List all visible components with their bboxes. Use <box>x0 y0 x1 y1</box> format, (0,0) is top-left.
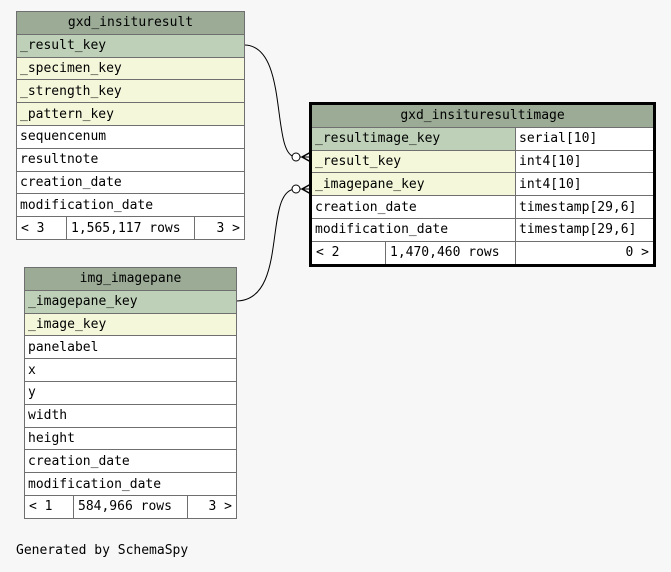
column-resultimage-key[interactable]: _resultimage_key <box>311 126 516 151</box>
column-x[interactable]: x <box>24 358 237 382</box>
link-result-key-crow <box>301 151 312 163</box>
column-imagepane-key[interactable]: _imagepane_key <box>311 172 516 197</box>
column-modification-date[interactable]: modification_date <box>311 217 516 242</box>
column-result-key[interactable]: _result_key <box>16 33 245 58</box>
column-result-key[interactable]: _result_key <box>311 149 516 174</box>
column-type: timestamp[29,6] <box>515 195 654 219</box>
column-type: serial[10] <box>515 126 654 151</box>
parents-count[interactable]: < 3 <box>16 216 67 240</box>
column-type: int4[10] <box>515 149 654 174</box>
row-count: 584,966 rows <box>73 494 188 519</box>
row-count: 1,470,460 rows <box>385 240 516 265</box>
children-count[interactable]: 3 > <box>187 494 237 519</box>
column-strength-key[interactable]: _strength_key <box>16 79 245 104</box>
children-count[interactable]: 0 > <box>515 240 654 265</box>
link-result-key <box>243 44 311 158</box>
table-gxd-insituresult[interactable]: gxd_insituresult _result_key _specimen_k… <box>16 11 245 240</box>
column-sequencenum[interactable]: sequencenum <box>16 124 245 149</box>
link-imagepane-key-crow <box>301 183 312 195</box>
parents-count[interactable]: < 2 <box>311 240 386 265</box>
link-imagepane-key-optional-end <box>291 184 301 194</box>
column-type: timestamp[29,6] <box>515 217 654 242</box>
column-height[interactable]: height <box>24 426 237 451</box>
column-creation-date[interactable]: creation_date <box>16 170 245 195</box>
table-title[interactable]: gxd_insituresult <box>16 11 245 35</box>
generated-by-text: Generated by SchemaSpy <box>16 543 189 558</box>
column-pattern-key[interactable]: _pattern_key <box>16 102 245 126</box>
link-imagepane-key <box>235 188 311 302</box>
column-y[interactable]: y <box>24 380 237 405</box>
column-imagepane-key[interactable]: _imagepane_key <box>24 289 237 314</box>
column-modification-date[interactable]: modification_date <box>24 472 237 496</box>
table-title[interactable]: img_imagepane <box>24 267 237 291</box>
table-img-imagepane[interactable]: img_imagepane _imagepane_key _image_key … <box>24 267 237 519</box>
parents-count[interactable]: < 1 <box>24 494 74 519</box>
column-specimen-key[interactable]: _specimen_key <box>16 56 245 81</box>
children-count[interactable]: 3 > <box>194 216 245 240</box>
column-modification-date[interactable]: modification_date <box>16 193 245 218</box>
row-count: 1,565,117 rows <box>66 216 195 240</box>
column-resultnote[interactable]: resultnote <box>16 147 245 172</box>
link-result-key-optional-end <box>291 152 301 162</box>
table-title[interactable]: gxd_insituresultimage <box>311 104 654 128</box>
column-creation-date[interactable]: creation_date <box>24 449 237 474</box>
column-creation-date[interactable]: creation_date <box>311 195 516 219</box>
column-width[interactable]: width <box>24 403 237 428</box>
column-type: int4[10] <box>515 172 654 197</box>
column-image-key[interactable]: _image_key <box>24 312 237 337</box>
column-panelabel[interactable]: panelabel <box>24 335 237 360</box>
